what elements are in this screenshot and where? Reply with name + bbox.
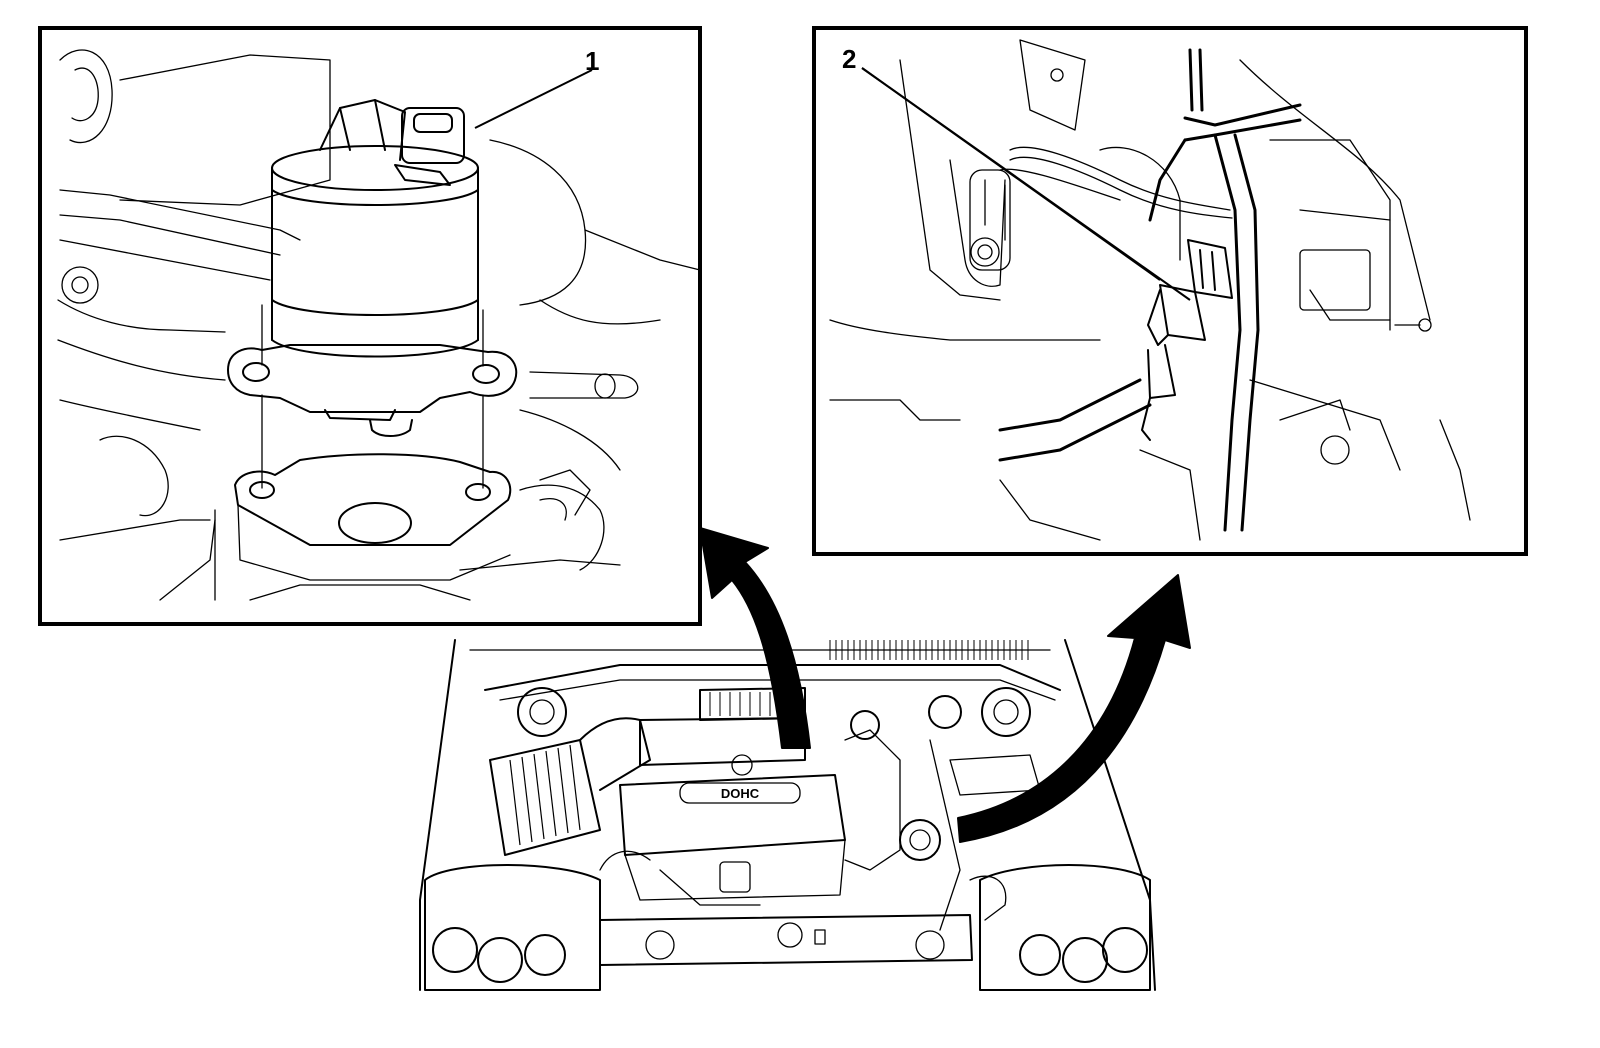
engine-background-left	[57, 49, 701, 601]
hood-hatching	[829, 640, 1029, 660]
detail-frame-right	[812, 26, 1528, 556]
engine-compartment-overview: DOHC	[419, 639, 1156, 991]
callout-2-leader-b	[861, 67, 1191, 301]
egr-electrical-connector	[1141, 239, 1233, 441]
egr-connector-detail-panel: 2	[812, 26, 1528, 556]
engine-cover-text: DOHC	[721, 786, 760, 801]
wiring-harness	[998, 48, 1302, 532]
arrow-to-egr-valve	[699, 527, 811, 749]
callout-2-label: 2	[842, 44, 856, 74]
detail-frame-left	[38, 26, 702, 626]
arrow-to-connector	[957, 574, 1191, 843]
engine-background-right	[829, 39, 1471, 541]
callout-1-leader	[474, 69, 593, 129]
egr-valve	[227, 99, 518, 489]
callout-1-label: 1	[585, 46, 599, 76]
egr-valve-detail-panel: 1	[38, 26, 702, 626]
egr-mounting-surface	[214, 453, 567, 601]
